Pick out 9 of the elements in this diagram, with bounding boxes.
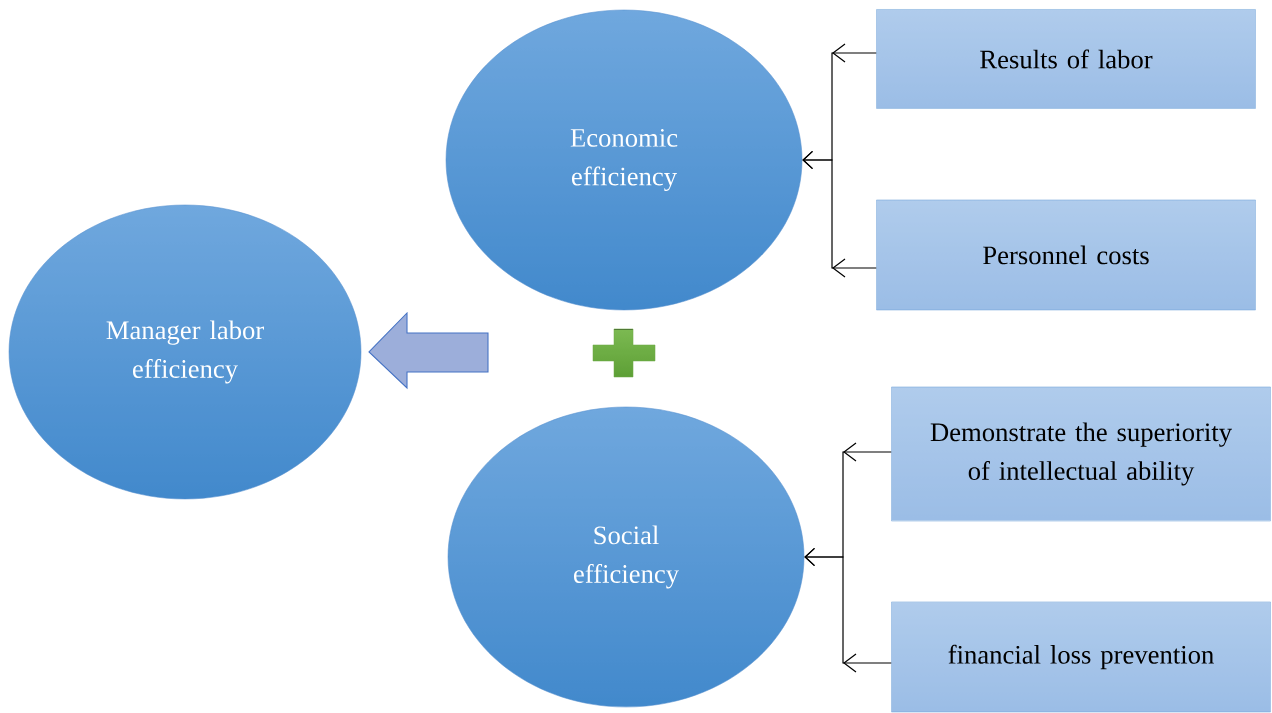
- arrow: [804, 547, 892, 673]
- arrow: [802, 150, 877, 278]
- ellipse-node: Social efficiency: [447, 406, 805, 708]
- ellipse-node: Manager labor efficiency: [8, 204, 362, 500]
- process-box: Demonstrate the superiority of intellectual ability: [891, 386, 1271, 522]
- process-box: Results of labor: [876, 9, 1256, 109]
- ellipse-node: Economic efficiency: [445, 9, 803, 311]
- process-box: Personnel costs: [876, 199, 1256, 311]
- process-box: financial loss prevention: [891, 601, 1271, 713]
